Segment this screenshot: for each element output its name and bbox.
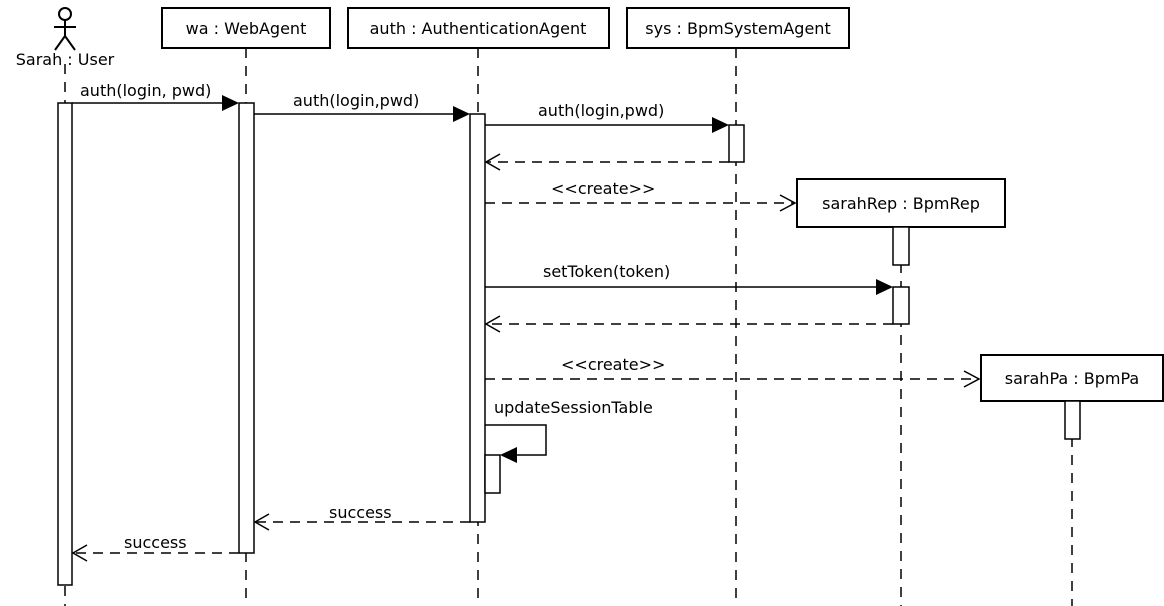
activation-bpmsystemagent	[728, 124, 745, 163]
message-create-sarahrep: <<create>>	[485, 179, 797, 212]
return-sarahrep-to-authagent	[484, 315, 893, 333]
return-success-webagent-to-user: success	[71, 533, 239, 562]
participant-label-authagent: auth : AuthenticationAgent	[370, 19, 587, 38]
message-auth-webagent-to-authagent: auth(login,pwd)	[254, 91, 470, 122]
activation-user	[57, 102, 73, 586]
user-actor-icon	[54, 7, 76, 51]
message-auth-authagent-to-bpmsystemagent: auth(login,pwd)	[485, 101, 729, 133]
message-label-9: success	[124, 533, 187, 552]
activation-sarahpa	[1064, 400, 1081, 440]
participant-webagent: wa : WebAgent	[161, 7, 331, 49]
message-label-6: <<create>>	[561, 355, 665, 374]
message-auth-user-to-webagent: auth(login, pwd)	[72, 81, 239, 111]
message-label-3: auth(login,pwd)	[538, 101, 664, 120]
participant-label-sarahpa: sarahPa : BpmPa	[1005, 369, 1139, 388]
participant-sarahpa: sarahPa : BpmPa	[980, 354, 1164, 402]
message-label-4: <<create>>	[551, 179, 655, 198]
message-label-2: auth(login,pwd)	[293, 91, 419, 110]
activation-authagent	[469, 113, 486, 523]
message-label-5: setToken(token)	[543, 262, 670, 281]
message-label-1: auth(login, pwd)	[80, 81, 211, 100]
message-self-updatesessiontable: updateSessionTable	[485, 398, 653, 463]
return-success-authagent-to-webagent: success	[253, 503, 470, 531]
activation-webagent	[238, 102, 255, 554]
participant-label-webagent: wa : WebAgent	[186, 19, 307, 38]
participant-bpmsystemagent: sys : BpmSystemAgent	[626, 7, 850, 49]
participant-sarahrep: sarahRep : BpmRep	[796, 178, 1006, 228]
message-label-7: updateSessionTable	[494, 398, 653, 417]
activation-sarahrep-create	[892, 226, 910, 266]
participant-label-bpmsystemagent: sys : BpmSystemAgent	[645, 19, 830, 38]
activation-authagent-self	[484, 454, 501, 494]
message-settoken: setToken(token)	[485, 262, 893, 295]
participant-label-sarahrep: sarahRep : BpmRep	[822, 194, 980, 213]
activation-sarahrep	[892, 286, 910, 325]
message-label-8: success	[329, 503, 392, 522]
participant-authagent: auth : AuthenticationAgent	[347, 7, 610, 49]
actor-label-user: Sarah : User	[16, 50, 115, 69]
return-bpmsystemagent-to-authagent	[484, 153, 729, 171]
message-create-sarahpa: <<create>>	[485, 355, 981, 388]
